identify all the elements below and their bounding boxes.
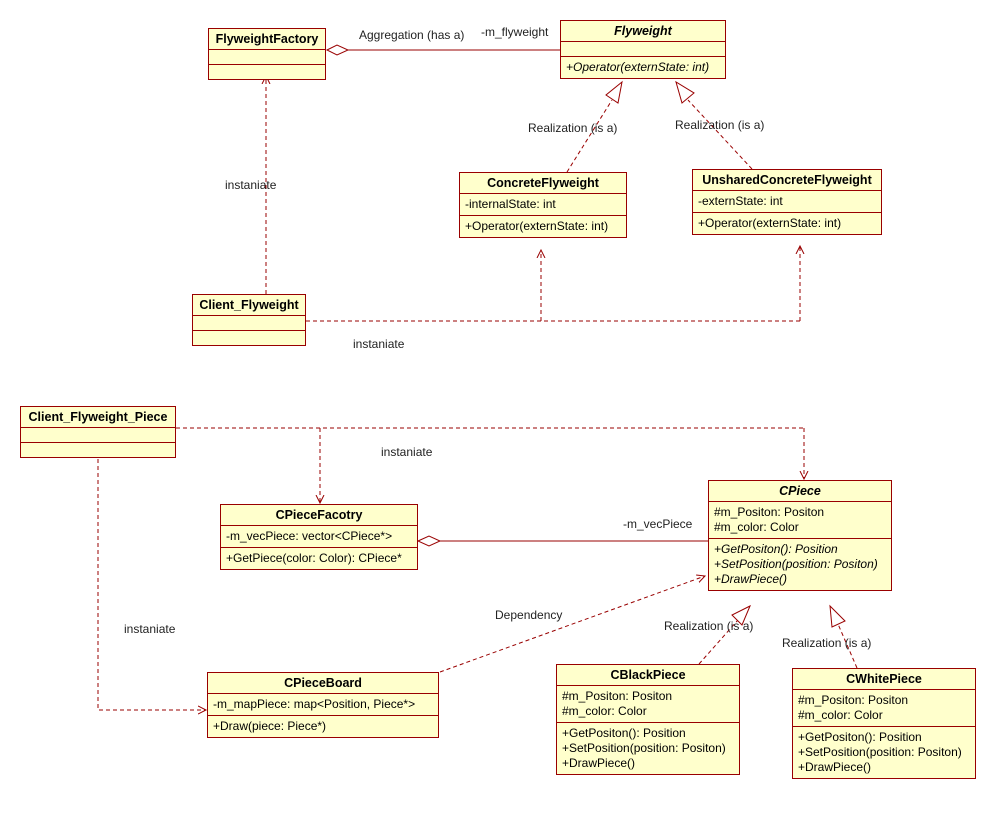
class-name: CPieceFacotry xyxy=(221,505,417,526)
aggregation-diamond xyxy=(325,44,350,56)
class-name: UnsharedConcreteFlyweight xyxy=(693,170,881,191)
operations-section: +Operator(externState: int) xyxy=(460,216,626,237)
m-vecpiece-label: -m_vecPiece xyxy=(623,517,693,531)
realization-black-triangle xyxy=(731,604,751,626)
realization-concrete-line xyxy=(566,99,613,173)
operations-section xyxy=(21,443,175,457)
realization-label-3: Realization (is a) xyxy=(664,619,754,633)
operation: +SetPosition(position: Positon) xyxy=(798,745,962,759)
class-cpieceboard[interactable]: CPieceBoard -m_mapPiece: map<Position, P… xyxy=(207,672,439,738)
operation: +GetPositon(): Position xyxy=(798,730,922,744)
realization-label-4: Realization (is a) xyxy=(782,636,872,650)
attributes-section: #m_Positon: Positon #m_color: Color xyxy=(793,690,975,727)
class-flyweightfactory[interactable]: FlyweightFactory xyxy=(208,28,326,80)
class-name: Flyweight xyxy=(561,21,725,42)
class-concreteflyweight[interactable]: ConcreteFlyweight -internalState: int +O… xyxy=(459,172,627,238)
class-client-flyweight[interactable]: Client_Flyweight xyxy=(192,294,306,346)
realization-white-triangle xyxy=(829,604,846,628)
realization-label-1: Realization (is a) xyxy=(528,121,618,135)
attribute: #m_color: Color xyxy=(798,708,883,722)
attributes-section: #m_Positon: Positon #m_color: Color xyxy=(709,502,891,539)
instaniate-to-cpieceboard-line xyxy=(97,452,206,710)
attributes-section: -internalState: int xyxy=(460,194,626,216)
attribute: #m_Positon: Positon xyxy=(562,689,673,703)
realization-label-2: Realization (is a) xyxy=(675,118,765,132)
operation: +Operator(externState: int) xyxy=(465,219,609,233)
class-cblackpiece[interactable]: CBlackPiece #m_Positon: Positon #m_color… xyxy=(556,664,740,775)
operation: +Operator(externState: int) xyxy=(566,60,710,74)
operation: +DrawPiece() xyxy=(714,572,788,586)
class-unsharedconcreteflyweight[interactable]: UnsharedConcreteFlyweight -externState: … xyxy=(692,169,882,235)
operation: +DrawPiece() xyxy=(798,760,872,774)
class-name: ConcreteFlyweight xyxy=(460,173,626,194)
class-cpiece[interactable]: CPiece #m_Positon: Positon #m_color: Col… xyxy=(708,480,892,591)
operation: +Draw(piece: Piece*) xyxy=(213,719,327,733)
class-name: CBlackPiece xyxy=(557,665,739,686)
attribute: #m_color: Color xyxy=(562,704,647,718)
realization-white-line xyxy=(837,623,858,669)
attributes-section: #m_Positon: Positon #m_color: Color xyxy=(557,686,739,723)
operation: +SetPosition(position: Positon) xyxy=(714,557,878,571)
operations-section: +GetPiece(color: Color): CPiece* xyxy=(221,548,417,569)
realization-unshared-line xyxy=(687,99,753,170)
attributes-section xyxy=(193,316,305,331)
operation: +GetPositon(): Position xyxy=(714,542,838,556)
attributes-section xyxy=(561,42,725,57)
class-name: CPieceBoard xyxy=(208,673,438,694)
attribute: #m_Positon: Positon xyxy=(714,505,825,519)
dependency-line xyxy=(439,576,705,673)
class-cwhitepiece[interactable]: CWhitePiece #m_Positon: Positon #m_color… xyxy=(792,668,976,779)
instaniate-label-2: instaniate xyxy=(353,337,405,351)
realization-unshared-triangle xyxy=(675,80,695,104)
attributes-section: -m_mapPiece: map<Position, Piece*> xyxy=(208,694,438,716)
attribute: -m_vecPiece: vector<CPiece*> xyxy=(226,529,393,543)
dependency-label: Dependency xyxy=(495,608,563,622)
operations-section: +Draw(piece: Piece*) xyxy=(208,716,438,737)
attribute: -externState: int xyxy=(698,194,783,208)
operation: +DrawPiece() xyxy=(562,756,636,770)
operation: +Operator(externState: int) xyxy=(698,216,842,230)
class-client-flyweight-piece[interactable]: Client_Flyweight_Piece xyxy=(20,406,176,458)
m-flyweight-label: -m_flyweight xyxy=(481,25,549,39)
operations-section: +Operator(externState: int) xyxy=(561,57,725,78)
aggregation-cpiece-diamond xyxy=(416,535,442,547)
realization-black-line xyxy=(698,619,739,665)
operations-section: +GetPositon(): Position +SetPosition(pos… xyxy=(793,727,975,778)
operations-section: +GetPositon(): Position +SetPosition(pos… xyxy=(709,539,891,590)
attributes-section: -m_vecPiece: vector<CPiece*> xyxy=(221,526,417,548)
class-name: Client_Flyweight_Piece xyxy=(21,407,175,428)
operations-section xyxy=(193,331,305,345)
class-name: CPiece xyxy=(709,481,891,502)
operation: +GetPositon(): Position xyxy=(562,726,686,740)
instaniate-label-3: instaniate xyxy=(381,445,433,459)
operations-section: +GetPositon(): Position +SetPosition(pos… xyxy=(557,723,739,774)
attribute: #m_Positon: Positon xyxy=(798,693,909,707)
attributes-section xyxy=(209,50,325,65)
operations-section xyxy=(209,65,325,79)
realization-concrete-triangle xyxy=(605,80,623,104)
class-name: Client_Flyweight xyxy=(193,295,305,316)
attribute: -m_mapPiece: map<Position, Piece*> xyxy=(213,697,416,711)
operations-section: +Operator(externState: int) xyxy=(693,213,881,234)
instaniate-label-1: instaniate xyxy=(225,178,277,192)
aggregation-label: Aggregation (has a) xyxy=(359,28,465,42)
attributes-section: -externState: int xyxy=(693,191,881,213)
instaniate-label-4: instaniate xyxy=(124,622,176,636)
attribute: -internalState: int xyxy=(465,197,556,211)
attribute: #m_color: Color xyxy=(714,520,799,534)
operation: +SetPosition(position: Positon) xyxy=(562,741,726,755)
class-flyweight[interactable]: Flyweight +Operator(externState: int) xyxy=(560,20,726,79)
attributes-section xyxy=(21,428,175,443)
class-cpiecefacotry[interactable]: CPieceFacotry -m_vecPiece: vector<CPiece… xyxy=(220,504,418,570)
class-name: FlyweightFactory xyxy=(209,29,325,50)
class-name: CWhitePiece xyxy=(793,669,975,690)
operation: +GetPiece(color: Color): CPiece* xyxy=(226,551,402,565)
